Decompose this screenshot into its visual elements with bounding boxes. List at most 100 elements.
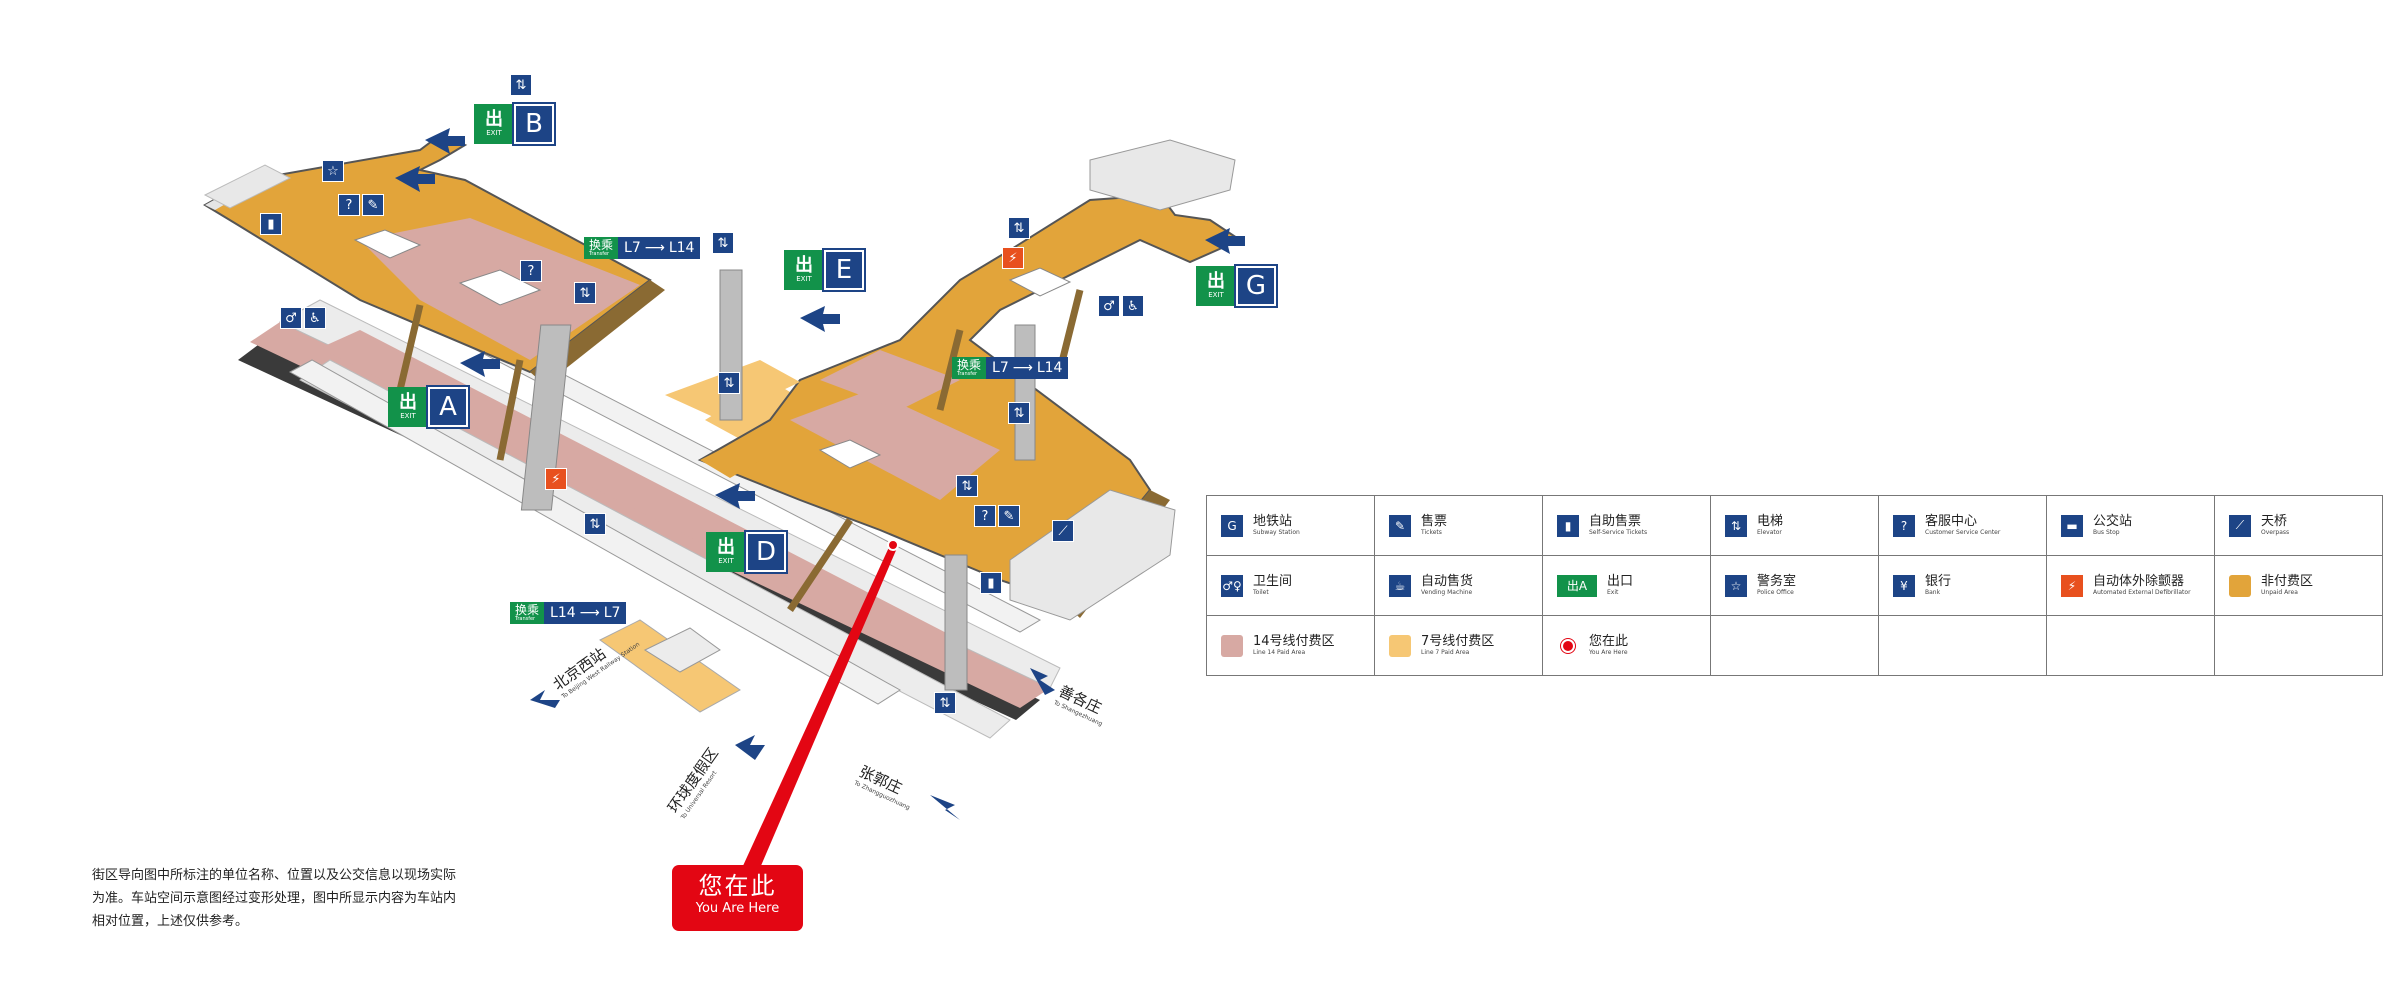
accessible-toilet-icon: ♿ [1122,295,1144,317]
legend-label: 警务室 [1757,574,1797,589]
legend-label-en: Toilet [1253,589,1269,596]
you-are-here-badge: 您在此 You Are Here [672,865,803,931]
police-office-icon: ☆ [1725,574,1747,597]
bus-stop-icon: ▬ [2061,514,2083,537]
elevator-icon: ⇅ [1008,402,1030,424]
exit-letter: D [744,530,788,574]
bank-icon: ¥ [1893,574,1915,597]
legend-label-en: Vending Machine [1421,589,1473,596]
subway-station-icon: G [1221,514,1243,537]
arrow-right-icon: ⟶ [579,605,600,621]
direction-arrows [395,128,1245,820]
vending-machine-icon: ☕ [1389,574,1411,597]
legend-label: 14号线付费区 [1253,634,1335,649]
legend-label: 客服中心 [1925,514,1978,529]
exit-icon: 出A [1557,574,1597,597]
elevator-icon: ⇅ [574,282,596,304]
toilet-icon: ♂ [280,307,302,329]
legend-label-en: Bank [1925,589,1941,596]
station-map [203,128,1245,868]
arrow-right-icon: ⟶ [644,240,665,256]
arrow-right-icon: ⟶ [1012,360,1033,376]
disclaimer-text: 街区导向图中所标注的单位名称、位置以及公交信息以现场实际为准。车站空间示意图经过… [92,868,457,929]
stairs [396,289,1084,612]
elevator-icon: ⇅ [956,475,978,497]
legend-label: 售票 [1421,514,1448,529]
legend-label-en: Self-Service Tickets [1589,529,1648,536]
tickets-icon: ✎ [362,194,384,216]
line7-paid-area-swatch [1389,634,1411,657]
exit-letter: G [1234,264,1278,308]
police-office-icon: ☆ [322,160,344,182]
elevator-icon: ⇅ [718,372,740,394]
elevator-icon: ⇅ [712,232,734,254]
toilet-icon: ♂ [1098,295,1120,317]
legend-label-en: Exit [1607,589,1619,596]
legend-label: 7号线付费区 [1421,634,1495,649]
elevator-icon: ⇅ [934,692,956,714]
customer-service-icon: ? [520,260,542,282]
exit-letter: B [512,102,556,146]
overpass-icon: ⟋ [1052,520,1074,542]
legend-empty-cell [2046,615,2215,676]
concourse-east [665,139,1243,621]
legend-label: 地铁站 [1253,514,1293,529]
you-are-here-dot-icon [1557,635,1579,657]
legend-label: 自助售票 [1589,514,1642,529]
legend-label: 出口 [1607,574,1634,589]
legend-label-en: Line 7 Paid Area [1421,649,1470,656]
legend-label-en: Unpaid Area [2261,589,2298,596]
legend-label-en: Elevator [1757,529,1782,536]
legend-empty-cell [1878,615,2047,676]
unpaid-area-swatch [2229,574,2251,597]
elevator-icon: ⇅ [1725,514,1747,537]
legend-label: 电梯 [1757,514,1784,529]
elevator-icon: ⇅ [510,74,532,96]
overpass-icon: ⟋ [2229,514,2251,537]
legend-label-en: Overpass [2261,529,2290,536]
tickets-icon: ✎ [1389,514,1411,537]
exit-letter: E [822,248,866,292]
legend-label: 天桥 [2261,514,2288,529]
accessible-toilet-icon: ♿ [304,307,326,329]
customer-service-icon: ? [338,194,360,216]
toilet-icon: ♂♀ [1221,574,1243,597]
legend-label: 自动售货 [1421,574,1474,589]
legend-label-en: Tickets [1421,529,1442,536]
customer-service-icon: ? [1893,514,1915,537]
tickets-icon: ✎ [998,505,1020,527]
exit-letter: A [426,385,470,429]
legend-label-en: Subway Station [1253,529,1300,536]
customer-service-icon: ? [974,505,996,527]
aed-icon: ⚡ [545,468,567,490]
legend-label-en: Customer Service Center [1925,529,2001,536]
legend-label-en: Bus Stop [2093,529,2120,536]
elevator-icon: ⇅ [584,513,606,535]
